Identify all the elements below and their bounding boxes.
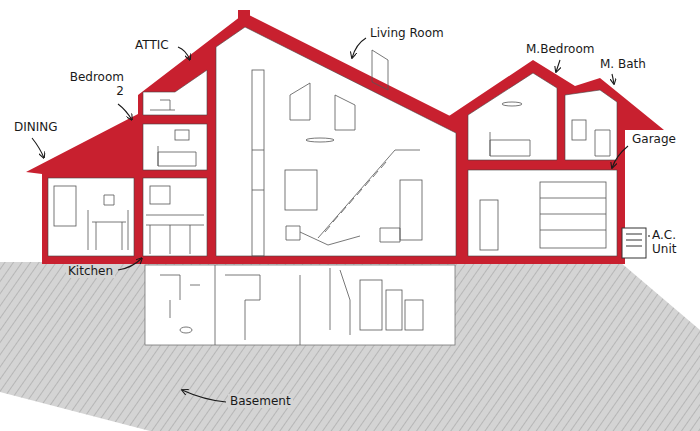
- room-label: Garage: [630, 132, 678, 146]
- room-label: Living Room: [368, 26, 446, 40]
- ac-unit: [622, 228, 646, 258]
- house-structure: [26, 10, 664, 264]
- room-label: A.C. Unit: [650, 228, 694, 257]
- room-label: Bedroom 2: [60, 70, 126, 99]
- room-label: M. Bath: [598, 57, 648, 71]
- room-label: M.Bedroom: [524, 42, 596, 56]
- room-label: Basement: [228, 394, 293, 408]
- room-label: DINING: [12, 120, 60, 134]
- interior-sketch: [54, 50, 610, 256]
- rooms: [48, 27, 617, 256]
- room-label: ATTIC: [133, 38, 171, 52]
- room-label: Kitchen: [66, 264, 115, 278]
- ground: [0, 262, 700, 431]
- leader-arrows: [32, 38, 650, 402]
- basement-area: [145, 265, 455, 345]
